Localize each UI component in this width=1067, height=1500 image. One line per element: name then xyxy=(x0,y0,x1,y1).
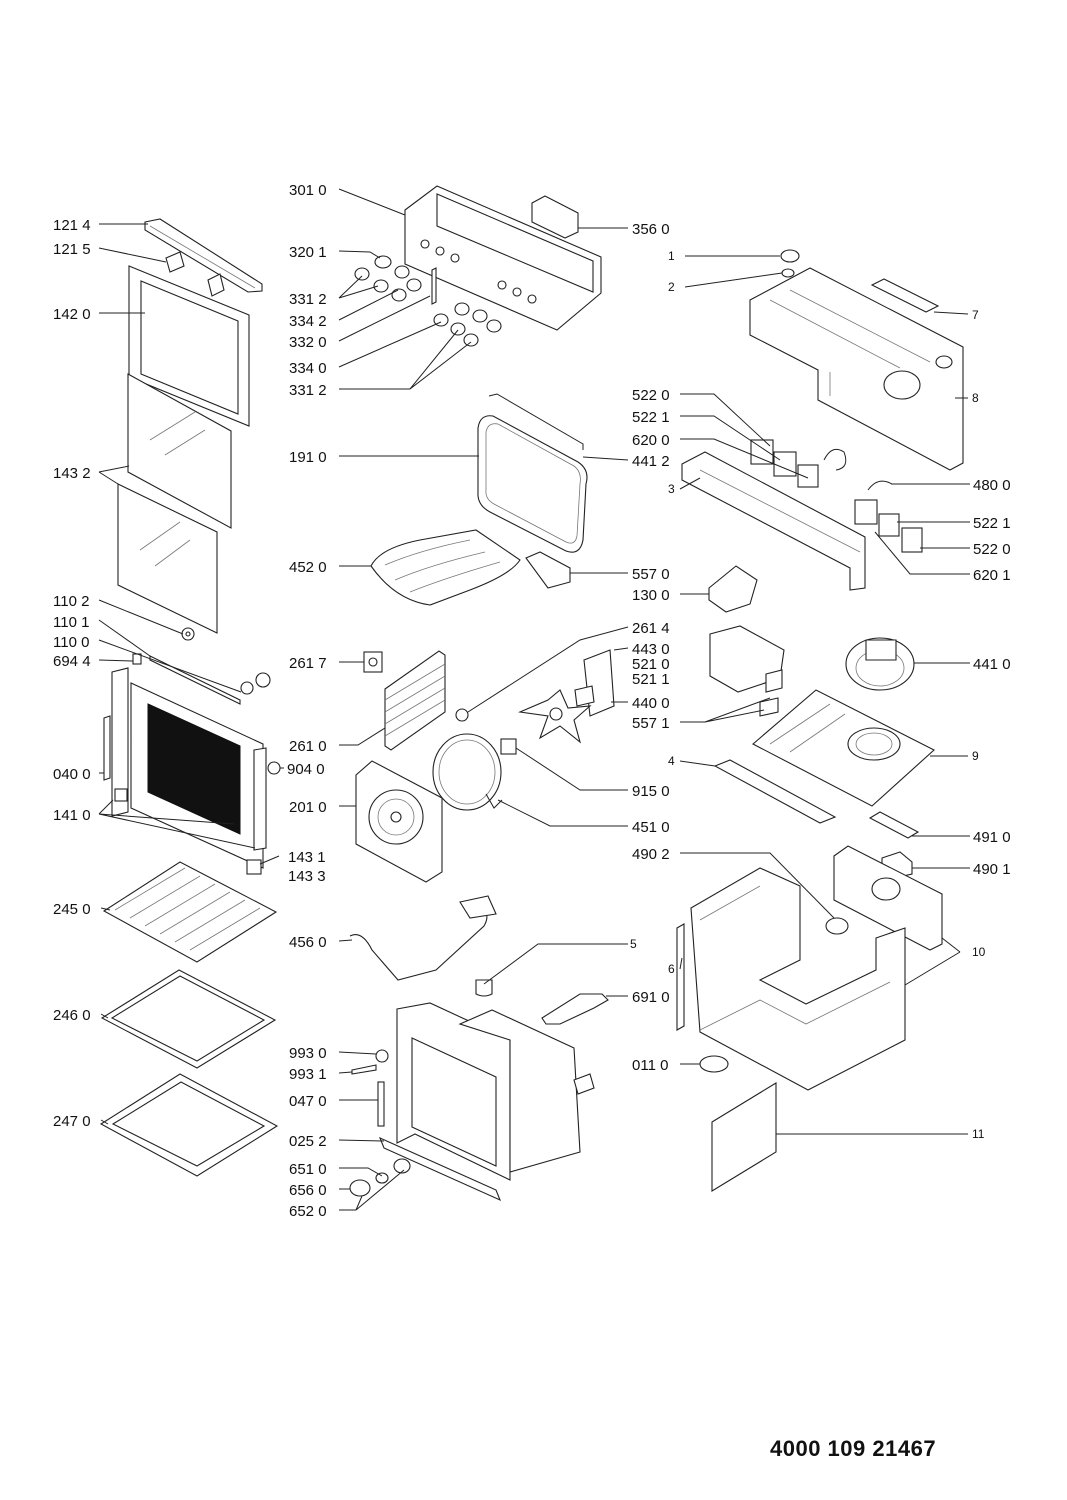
callout-3201: 320 1 xyxy=(289,244,327,261)
callout-1910: 191 0 xyxy=(289,449,327,466)
callout-5571: 557 1 xyxy=(632,715,670,732)
callout-5: 5 xyxy=(630,937,637,951)
callout-2617: 261 7 xyxy=(289,655,327,672)
callout-4910: 491 0 xyxy=(973,829,1011,846)
oven-cavity-parts xyxy=(349,393,615,1202)
callout-2010: 201 0 xyxy=(289,799,327,816)
callout-3010: 301 0 xyxy=(289,182,327,199)
door-assembly xyxy=(99,218,281,1177)
callout-5220-b: 522 0 xyxy=(973,541,1011,558)
callout-1432: 143 2 xyxy=(53,465,91,482)
callout-0110: 011 0 xyxy=(632,1057,668,1074)
casing-and-electrics xyxy=(676,249,964,1192)
callout-1433: 143 3 xyxy=(288,868,326,885)
callout-1300: 130 0 xyxy=(632,587,670,604)
callout-6510: 651 0 xyxy=(289,1161,327,1178)
callout-0252: 025 2 xyxy=(289,1133,327,1150)
callout-7: 7 xyxy=(972,308,979,322)
callout-1214: 121 4 xyxy=(53,217,91,234)
callout-6910: 691 0 xyxy=(632,989,670,1006)
callout-0470: 047 0 xyxy=(289,1093,327,1110)
callout-4902: 490 2 xyxy=(632,846,670,863)
callout-1: 1 xyxy=(668,249,675,263)
callout-5211: 521 1 xyxy=(632,671,670,688)
callout-4: 4 xyxy=(668,754,675,768)
callout-3: 3 xyxy=(668,482,675,496)
control-panel-assembly xyxy=(354,185,602,347)
callout-2470: 247 0 xyxy=(53,1113,91,1130)
callout-2460: 246 0 xyxy=(53,1007,91,1024)
callout-6201: 620 1 xyxy=(973,567,1011,584)
callout-4800: 480 0 xyxy=(973,477,1011,494)
callout-6200: 620 0 xyxy=(632,432,670,449)
callout-1420: 142 0 xyxy=(53,306,91,323)
callout-4520: 452 0 xyxy=(289,559,327,576)
leader-lines xyxy=(98,188,970,1211)
callout-8: 8 xyxy=(972,391,979,405)
callout-1100: 110 0 xyxy=(53,634,89,651)
callout-6560: 656 0 xyxy=(289,1182,327,1199)
callout-5220-a: 522 0 xyxy=(632,387,670,404)
callout-9040: 904 0 xyxy=(287,761,325,778)
callout-3320: 332 0 xyxy=(289,334,327,351)
callout-5221-b: 522 1 xyxy=(973,515,1011,532)
callout-10: 10 xyxy=(972,945,986,959)
callout-3342: 334 2 xyxy=(289,313,327,330)
callout-4410: 441 0 xyxy=(973,656,1011,673)
callout-5570: 557 0 xyxy=(632,566,670,583)
callout-11: 11 xyxy=(972,1127,985,1141)
callout-4412: 441 2 xyxy=(632,453,670,470)
callout-4901: 490 1 xyxy=(973,861,1011,878)
callout-0400: 040 0 xyxy=(53,766,91,783)
callout-3340: 334 0 xyxy=(289,360,327,377)
callout-4510: 451 0 xyxy=(632,819,670,836)
callout-3312-a: 331 2 xyxy=(289,291,327,308)
callout-2450: 245 0 xyxy=(53,901,91,918)
callout-9: 9 xyxy=(972,749,979,763)
callout-2610: 261 0 xyxy=(289,738,327,755)
callout-4560: 456 0 xyxy=(289,934,327,951)
callout-1102: 110 2 xyxy=(53,593,89,610)
callout-9931: 993 1 xyxy=(289,1066,327,1083)
callout-5210: 521 0 xyxy=(632,656,670,673)
document-number: 4000 109 21467 xyxy=(770,1436,937,1461)
callout-2: 2 xyxy=(668,280,675,294)
callout-9930: 993 0 xyxy=(289,1045,327,1062)
callout-labels: 121 4 121 5 142 0 143 2 110 2 110 1 110 … xyxy=(53,182,1011,1220)
callout-6944: 694 4 xyxy=(53,653,91,670)
callout-4400: 440 0 xyxy=(632,695,670,712)
callout-3312-b: 331 2 xyxy=(289,382,327,399)
callout-1101: 110 1 xyxy=(53,614,89,631)
callout-1215: 121 5 xyxy=(53,241,91,258)
callout-1431: 143 1 xyxy=(288,849,326,866)
callout-3560: 356 0 xyxy=(632,221,670,238)
callout-9150: 915 0 xyxy=(632,783,670,800)
callout-4430: 443 0 xyxy=(632,641,670,658)
callout-1410: 141 0 xyxy=(53,807,91,824)
callout-2614: 261 4 xyxy=(632,620,670,637)
callout-6520: 652 0 xyxy=(289,1203,327,1220)
callout-5221-a: 522 1 xyxy=(632,409,670,426)
callout-6: 6 xyxy=(668,962,675,976)
